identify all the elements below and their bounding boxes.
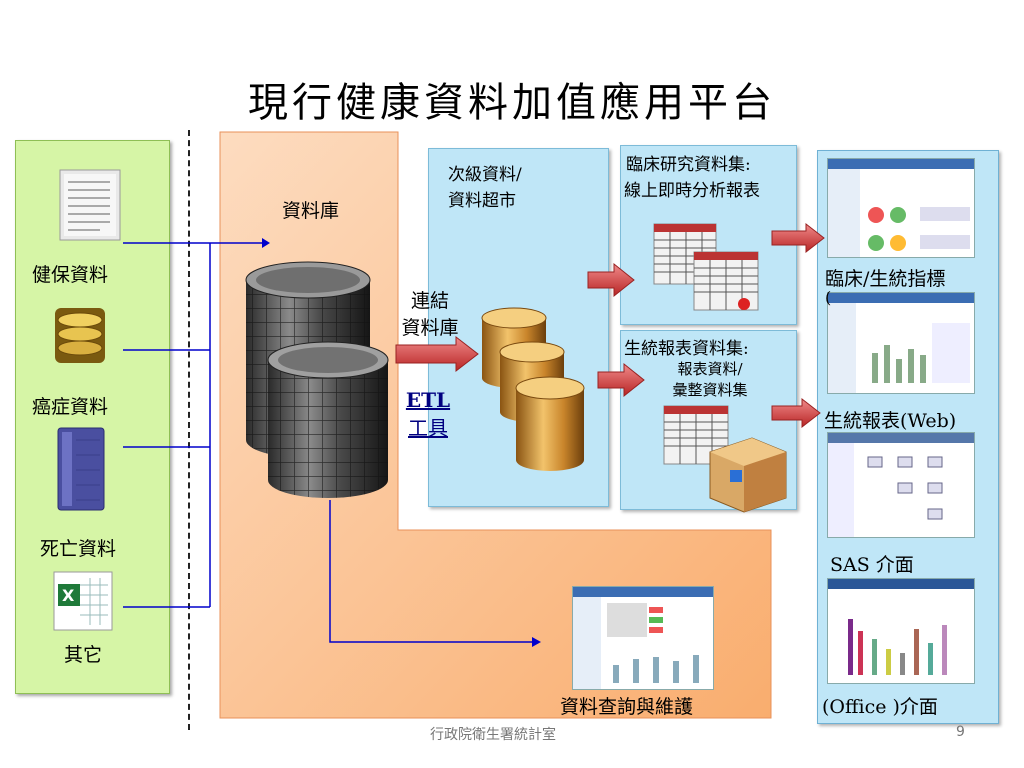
link-database-label: 連結 資料庫 [390, 286, 470, 340]
etl-tool-label[interactable]: ETL 工具 [398, 388, 458, 441]
statistics-dataset-line3: 彙整資料集 [672, 381, 748, 399]
source-connectors [123, 238, 541, 647]
page-number: 9 [956, 724, 965, 740]
clinical-indicators-label: 臨床/生統指標 [825, 268, 946, 290]
stat-reports-web-label: 生統報表(Web) [824, 410, 957, 432]
cube-icon [663, 405, 787, 513]
data-mart-cylinder-icon [481, 307, 585, 471]
other-data-label: 其它 [64, 644, 103, 666]
secondary-data-line2: 資料超市 [448, 191, 516, 211]
clinical-dataset-line1: 臨床研究資料集: [626, 155, 751, 175]
query-tool-screenshot [572, 586, 714, 690]
office-interface-screenshot [827, 578, 975, 684]
table-icon [653, 223, 759, 311]
health-insurance-label: 健保資料 [32, 264, 109, 286]
server-tower-icon [57, 427, 105, 511]
divider-line [188, 130, 190, 730]
office-interface-label: (Office )介面 [822, 696, 938, 718]
page-title: 現行健康資料加值應用平台 [248, 80, 776, 126]
data-stack-icon [55, 308, 105, 363]
death-data-label: 死亡資料 [40, 538, 117, 560]
sas-interface-screenshot [827, 432, 975, 538]
dashboard-screenshot [827, 158, 975, 258]
query-maintenance-label: 資料查詢與維護 [560, 696, 694, 718]
document-icon [59, 169, 121, 241]
dataset-arrows [587, 262, 645, 398]
etl-arrow [395, 335, 479, 373]
indicator-screenshot [827, 292, 975, 394]
statistics-dataset-line2: 報表資料/ [677, 360, 743, 378]
etl-line1: ETL [405, 388, 451, 412]
spreadsheet-icon: X [53, 571, 113, 631]
clinical-dataset-line2: 線上即時分析報表 [624, 181, 760, 201]
link-line2: 資料庫 [401, 317, 459, 339]
sas-interface-label: SAS 介面 [830, 554, 914, 576]
footer-org: 行政院衛生署統計室 [430, 727, 556, 743]
database-cylinder-icon [245, 261, 389, 498]
database-label: 資料庫 [282, 200, 340, 222]
statistics-dataset-sub: 報表資料/ 彙整資料集 [650, 358, 770, 400]
statistics-dataset-line1: 生統報表資料集: [624, 339, 749, 359]
svg-text:X: X [62, 586, 75, 605]
output-arrows [771, 222, 825, 429]
cancer-data-label: 癌症資料 [32, 396, 109, 418]
secondary-data-line1: 次級資料/ [448, 165, 522, 185]
indicators-paren: ( [825, 288, 832, 307]
link-line1: 連結 [410, 290, 449, 312]
etl-line2: 工具 [408, 416, 448, 440]
